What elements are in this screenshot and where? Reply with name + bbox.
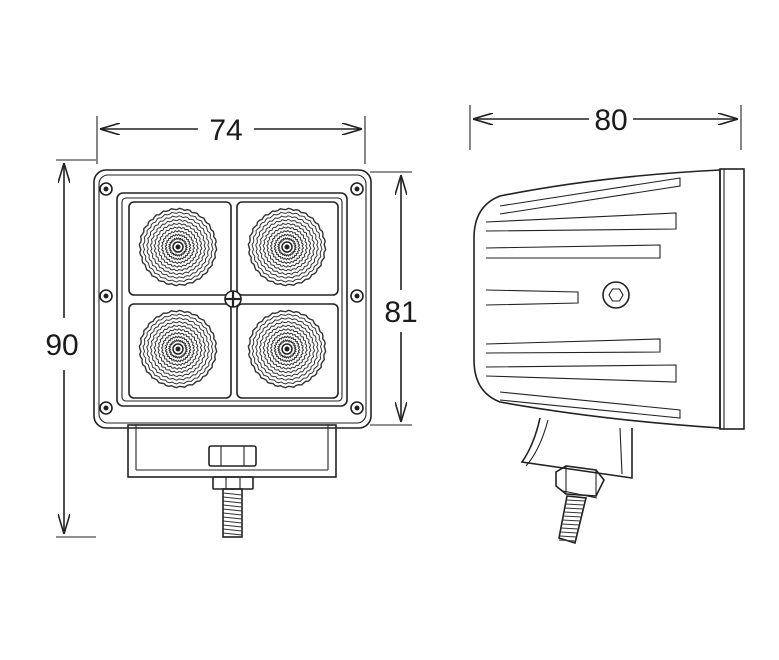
lamp-housing-side	[473, 168, 745, 430]
screw-icon	[350, 401, 364, 415]
mounting-bolt-side	[555, 465, 605, 545]
screw-icon	[350, 182, 364, 196]
hex-bolt-icon	[602, 281, 630, 309]
led-lens	[138, 207, 218, 287]
mounting-neck	[520, 417, 633, 479]
dimension-height-housing: 81	[370, 171, 418, 426]
crosshair-icon	[224, 290, 242, 308]
cooling-fins	[485, 177, 681, 419]
led-lens	[247, 207, 327, 287]
front-view: 74 90 81	[45, 114, 418, 538]
lamp-housing-front	[93, 169, 372, 429]
led-lens	[138, 309, 218, 389]
mounting-bracket	[127, 424, 337, 478]
housing-screws	[99, 182, 364, 415]
dimension-label-width: 74	[209, 114, 242, 147]
screw-icon	[350, 289, 364, 303]
screw-icon	[99, 182, 113, 196]
dimension-height-overall: 90	[45, 159, 96, 538]
dimension-label-depth: 80	[594, 104, 627, 137]
dimension-label-height-overall: 90	[45, 329, 78, 362]
dimension-depth: 80	[469, 104, 742, 150]
dimension-width: 74	[96, 114, 366, 164]
screw-icon	[99, 289, 113, 303]
side-view: 80	[469, 104, 745, 545]
led-grid	[128, 201, 339, 399]
dimension-label-height-housing: 81	[384, 296, 417, 329]
mounting-bolt-front	[208, 445, 257, 538]
led-lens	[247, 309, 327, 389]
screw-icon	[99, 401, 113, 415]
